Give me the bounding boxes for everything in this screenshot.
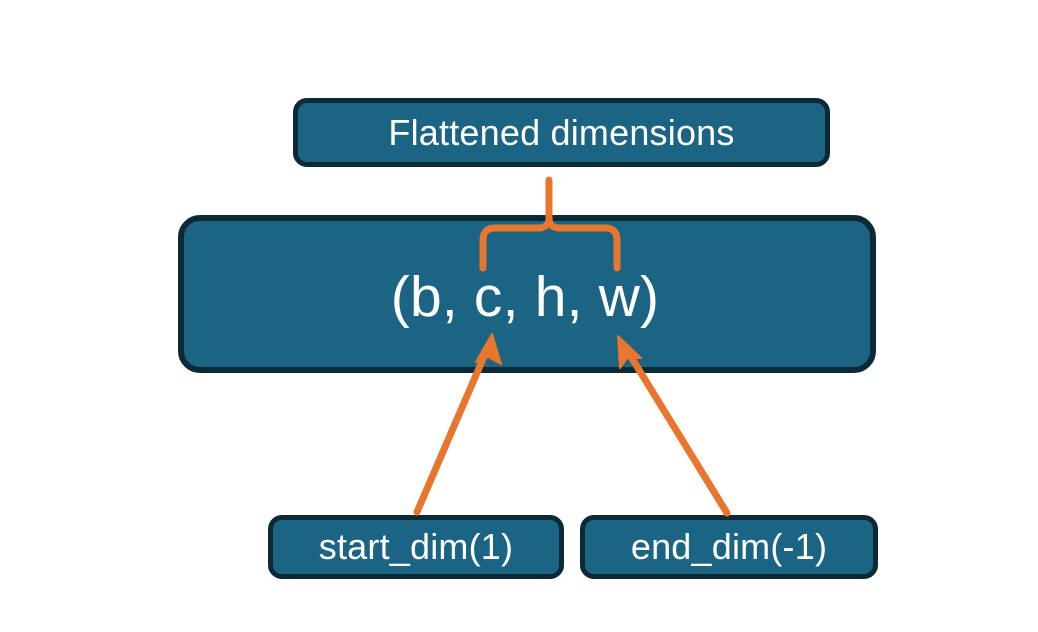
node-tensor-shape-label: (b, c, h, w) [390, 265, 660, 329]
node-tensor-shape: (b, c, h, w) [178, 215, 876, 373]
node-flattened-dimensions: Flattened dimensions [293, 98, 830, 167]
node-end-dim-label: end_dim(-1) [630, 526, 828, 567]
node-end-dim: end_dim(-1) [580, 515, 878, 579]
node-start-dim: start_dim(1) [268, 515, 564, 579]
node-flattened-dimensions-label: Flattened dimensions [388, 111, 735, 153]
node-start-dim-label: start_dim(1) [318, 526, 514, 567]
